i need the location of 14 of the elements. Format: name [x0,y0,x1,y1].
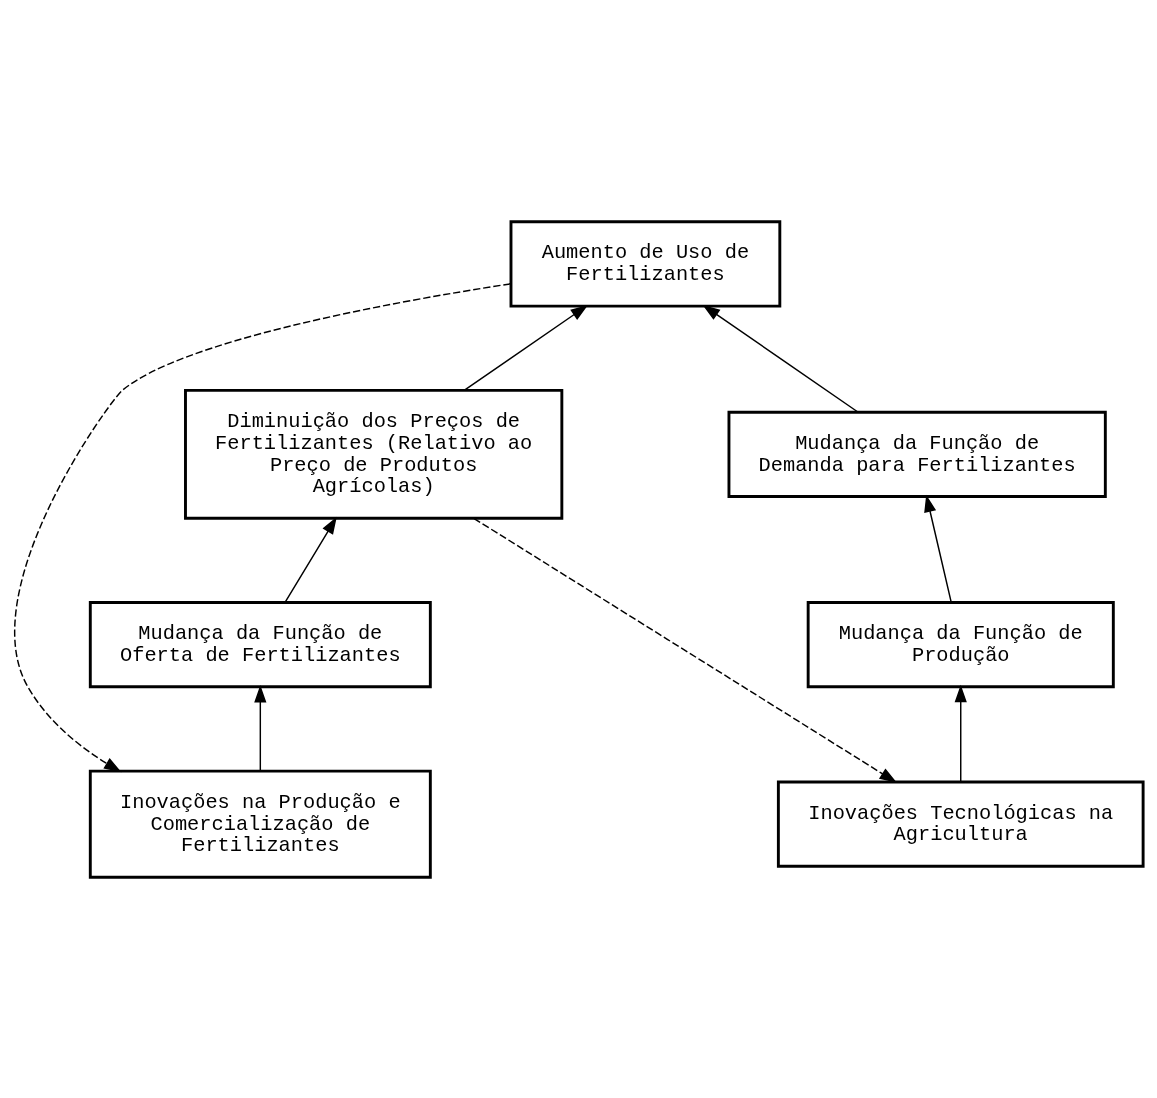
node-box: Inovações Tecnológicas na Agricultura [776,780,1145,868]
arrow [954,684,967,782]
node-box: Diminuição dos Preços de Fertilizantes (Relativo ao Preço de Produtos Agrícolas) [184,388,564,520]
arrow [463,304,589,391]
arrow [473,517,897,783]
node-box: Inovações na Produção e Comercialização de Fertilizantes [88,769,432,879]
arrow [284,516,337,603]
node-box: Mudança da Função de Oferta de Fertilizantes [88,600,432,688]
arrow [702,304,859,412]
node-box: Aumento de Uso de Fertilizantes [509,219,782,308]
node-box: Mudança da Função de Demanda para Fertilizantes [727,410,1107,498]
node-box: Mudança da Função de Produção [806,600,1115,688]
arrow [254,684,267,771]
arrow [13,282,512,772]
